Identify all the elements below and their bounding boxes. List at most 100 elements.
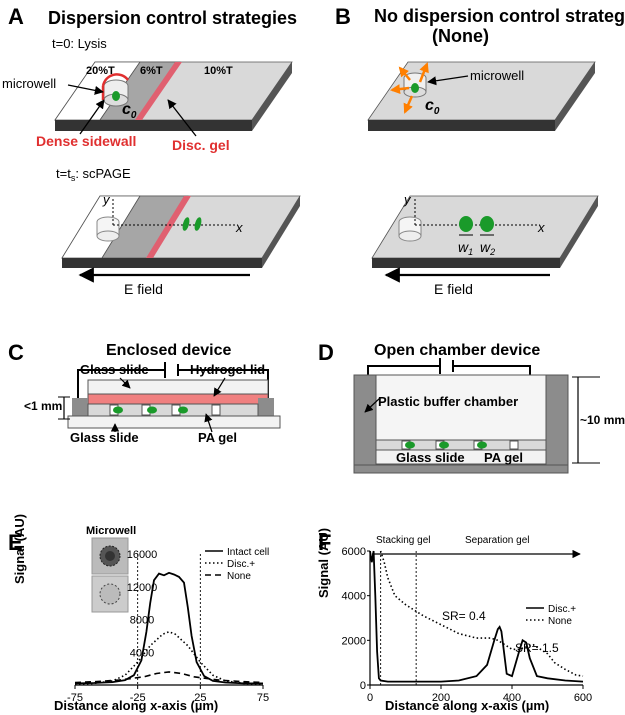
series-disc--line: [74, 630, 264, 685]
svg-text:w2: w2: [480, 239, 495, 257]
f-xlabel: Distance along x-axis (µm): [385, 698, 549, 713]
label-w2-sub: 2: [489, 247, 495, 257]
device-a-bottom: [61, 195, 301, 268]
label-dense-sidewall: Dense sidewall: [36, 133, 136, 149]
label-c0-a-sub: 0: [131, 110, 137, 121]
label-w1-sub: 1: [468, 247, 473, 257]
axis-x-b: x: [537, 220, 545, 235]
label-w1: w: [458, 239, 469, 255]
hydrogel-lid: [87, 393, 269, 405]
label-microwell-a: microwell: [2, 76, 56, 91]
series-none-line: [379, 550, 584, 677]
x-tick-label: 200: [432, 692, 450, 704]
efield-label-a: E field: [124, 281, 163, 297]
panel-a-letter: A: [8, 4, 24, 29]
panel-b-title-2: (None): [432, 26, 489, 46]
label-disc-gel: Disc. gel: [172, 137, 230, 153]
glass-slide-bottom: [67, 415, 281, 429]
panel-c-title: Enclosed device: [106, 342, 231, 359]
panel-b-letter: B: [335, 4, 351, 29]
series-none-line: [74, 671, 264, 684]
y-tick-label: 0: [360, 680, 366, 692]
x-tick-label: 400: [503, 692, 521, 704]
label-hydrogel-lid: Hydrogel lid: [190, 362, 265, 377]
panel-d: D Open chamber device Plastic buffer cha…: [318, 340, 625, 474]
label-time2-sub: s: [71, 173, 76, 183]
panel-a-title: Dispersion control strategies: [48, 8, 297, 28]
glass-slide-d: [375, 449, 547, 465]
e-xlabel: Distance along x-axis (µm): [54, 698, 218, 713]
legend-label: Disc.+: [227, 559, 255, 570]
panel-d-letter: D: [318, 340, 334, 365]
label-dim-d: ~10 mm: [580, 413, 625, 427]
f-stacking-label: Stacking gel: [376, 535, 430, 546]
panel-a-time1: t=0: Lysis: [52, 36, 107, 51]
panel-b-title-1: No dispersion control strategies: [374, 6, 625, 26]
f-sr-disc: SR= 1.5: [515, 641, 559, 655]
series-disc--line: [369, 550, 584, 683]
glass-slide-top: [87, 379, 269, 395]
cell-a: [112, 91, 120, 101]
band-a-2: [194, 217, 202, 231]
y-tick-label: 12000: [127, 582, 158, 594]
band-a-1: [182, 217, 190, 231]
label-pa-gel-c: PA gel: [198, 430, 237, 445]
e-ylabel: Signal (AU): [12, 514, 27, 584]
y-tick-label: 2000: [342, 635, 366, 647]
label-dim-c: <1 mm: [24, 399, 62, 413]
axis-x-a: x: [235, 220, 243, 235]
cell-b: [411, 83, 419, 93]
label-pa-gel-d: PA gel: [484, 450, 523, 465]
label-c0-b-sub: 0: [434, 106, 440, 117]
svg-text:c0: c0: [425, 97, 440, 117]
x-tick-label: -25: [130, 692, 146, 704]
svg-text:w1: w1: [458, 239, 473, 257]
label-microwell-inset: Microwell: [86, 525, 136, 537]
x-tick-label: -75: [67, 692, 83, 704]
label-6t: 6%T: [140, 65, 163, 77]
label-time2: t=t: [56, 166, 71, 181]
device-b-bottom: [371, 195, 599, 268]
x-tick-label: 75: [257, 692, 269, 704]
series-intact-cell-line: [74, 571, 263, 685]
device-b-top: [367, 61, 596, 131]
inset-images: [91, 537, 129, 613]
label-20t: 20%T: [86, 65, 115, 77]
y-tick-label: 16000: [127, 549, 158, 561]
label-chamber: Plastic buffer chamber: [378, 394, 518, 409]
band-b-2: [480, 216, 494, 232]
y-tick-label: 8000: [130, 615, 154, 627]
x-tick-label: 600: [574, 692, 592, 704]
band-b-1: [459, 216, 473, 232]
axis-y-b: y: [403, 192, 412, 207]
y-tick-label: 6000: [342, 546, 366, 558]
panel-e-letter: E: [8, 530, 23, 555]
x-tick-label: 25: [194, 692, 206, 704]
svg-text:c0: c0: [122, 101, 137, 121]
f-separation-label: Separation gel: [465, 535, 530, 546]
label-w2: w: [480, 239, 491, 255]
label-glass-bottom: Glass slide: [70, 430, 139, 445]
panel-b: B No dispersion control strategies (None…: [335, 4, 625, 297]
x-tick-label: 0: [367, 692, 373, 704]
legend-label: None: [227, 571, 251, 582]
y-tick-label: 4000: [342, 591, 366, 603]
svg-text:t=ts: scPAGE: t=ts: scPAGE: [56, 166, 131, 183]
f-sr-none: SR= 0.4: [442, 609, 486, 623]
label-glass-d: Glass slide: [396, 450, 465, 465]
label-c0-b: c: [425, 97, 434, 114]
label-10t: 10%T: [204, 65, 233, 77]
panel-f-letter: F: [318, 530, 331, 555]
panel-a: A Dispersion control strategies t=0: Lys…: [2, 4, 301, 297]
label-glass-top: Glass slide: [80, 362, 149, 377]
legend-label: Intact cell: [227, 547, 269, 558]
legend-label: None: [548, 616, 572, 627]
f-ylabel: Signal (AU): [316, 528, 331, 598]
axis-y-a: y: [102, 192, 111, 207]
panel-c: C Enclosed device Glass slide Hydrogel l…: [8, 340, 281, 445]
label-time2-suffix: : scPAGE: [75, 166, 131, 181]
panel-c-letter: C: [8, 340, 24, 365]
